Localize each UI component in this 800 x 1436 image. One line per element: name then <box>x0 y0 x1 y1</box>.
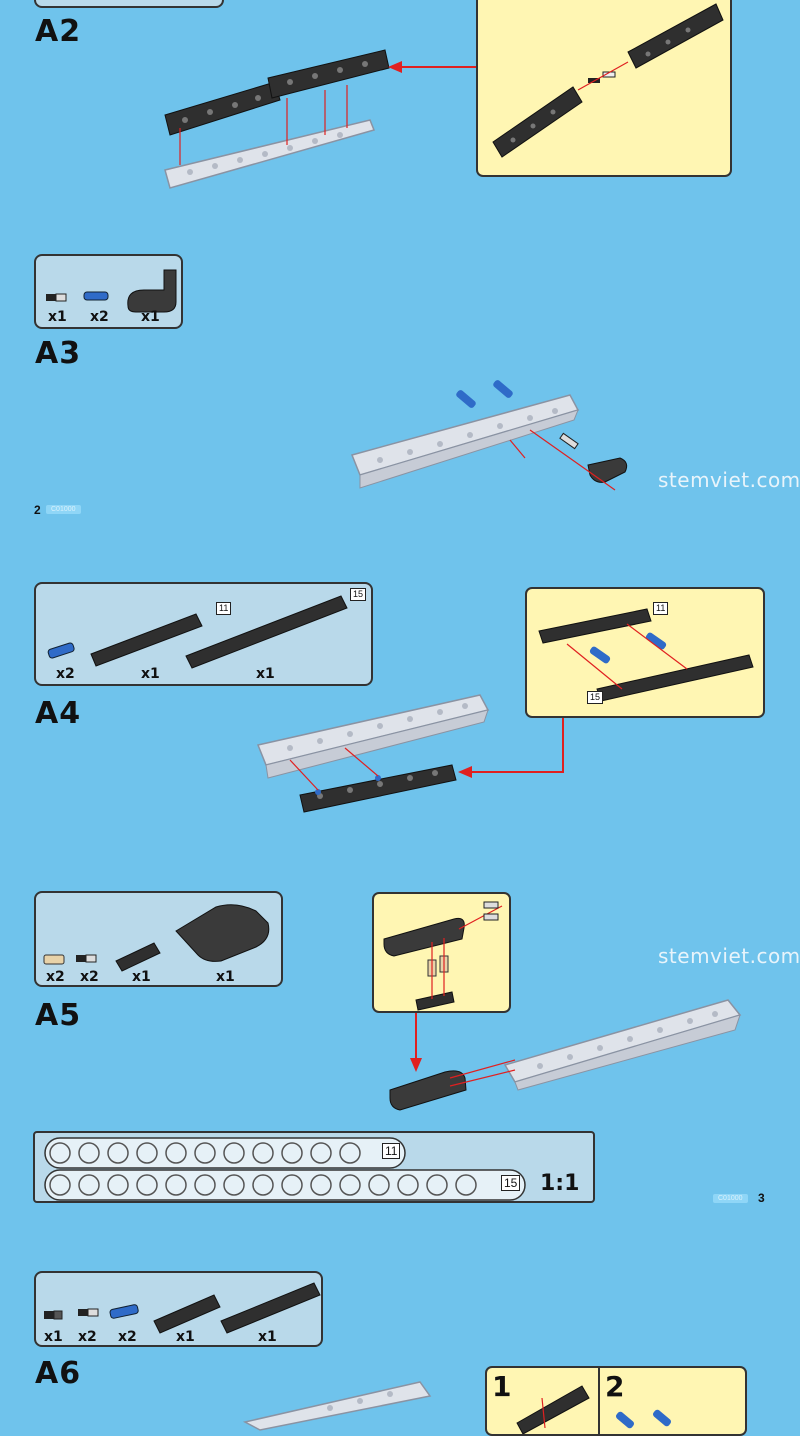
a2-callout-illustration <box>492 3 724 158</box>
angle-beam-icon <box>127 269 177 313</box>
a4-parts-icons <box>47 595 348 669</box>
watermark-bottom: stemviet.com <box>658 944 800 968</box>
a4-qty-1: x2 <box>56 666 75 682</box>
a2-assembly-illustration <box>164 49 477 189</box>
ruler-beams <box>44 1137 526 1201</box>
a6-qty-3: x2 <box>118 1329 137 1345</box>
a3-assembly-illustration <box>350 380 628 491</box>
a2-dark-beam-left <box>164 81 281 136</box>
a4-length-tag-11: 11 <box>216 602 232 615</box>
a6-qty-5: x1 <box>258 1329 277 1345</box>
a5-qty-4: x1 <box>216 969 235 985</box>
step-label-a4: A4 <box>35 696 82 731</box>
a6-qty-4: x1 <box>176 1329 195 1345</box>
a6-parts-box: x1 x2 x2 x1 x1 <box>34 1271 323 1347</box>
a3-qty-1: x1 <box>48 309 67 325</box>
a2-light-base-beam <box>164 119 376 189</box>
scale-ruler-box: 11 15 1:1 <box>33 1131 595 1203</box>
a3-qty-2: x2 <box>90 309 109 325</box>
a6-callout-illustration <box>516 1385 672 1434</box>
page-code-left: C01000 <box>46 505 81 514</box>
a5-qty-2: x2 <box>80 969 99 985</box>
a4-length-tag-15: 15 <box>350 588 367 601</box>
a2-callout-box <box>476 0 732 177</box>
a5-parts-icons <box>43 904 270 972</box>
a3-qty-3: x1 <box>141 309 160 325</box>
black-pin-icon <box>46 293 67 302</box>
a3-parts-box: x1 x2 x1 <box>34 254 183 329</box>
page-number-right: 3 <box>758 1191 765 1205</box>
blue-pin-icon <box>83 291 109 301</box>
a4-callout-illustration <box>538 608 754 702</box>
page-number-left: 2 <box>34 503 41 517</box>
a4-callout-box: 11 15 <box>525 587 765 718</box>
step-label-a3: A3 <box>35 336 82 371</box>
a4-parts-box: 11 15 x2 x1 x1 <box>34 582 373 686</box>
step-label-a5: A5 <box>35 998 82 1033</box>
a4-callout-tag-11: 11 <box>653 602 669 615</box>
a5-parts-box: x2 x2 x1 x1 <box>34 891 283 987</box>
a5-qty-3: x1 <box>132 969 151 985</box>
step-label-a6: A6 <box>35 1356 82 1391</box>
a3-parts-icons <box>46 269 177 313</box>
watermark-top: stemviet.com <box>658 468 800 492</box>
a6-qty-2: x2 <box>78 1329 97 1345</box>
a6-substep-2: 2 <box>605 1370 625 1403</box>
a6-parts-icons <box>44 1282 321 1334</box>
a5-qty-1: x2 <box>46 969 65 985</box>
a4-qty-2: x1 <box>141 666 160 682</box>
a6-qty-1: x1 <box>44 1329 63 1345</box>
a5-assembly-illustration <box>389 999 742 1111</box>
a4-assembly-illustration <box>256 694 564 813</box>
a4-qty-3: x1 <box>256 666 275 682</box>
ruler-length-15: 15 <box>501 1175 521 1191</box>
a2-dark-beam-right <box>267 49 390 99</box>
a6-callout-box: 1 2 <box>485 1366 747 1436</box>
step-label-a2: A2 <box>35 14 82 49</box>
ruler-length-11: 11 <box>382 1143 401 1159</box>
a6-substep-1: 1 <box>492 1370 512 1403</box>
scale-label: 1:1 <box>540 1171 580 1196</box>
a5-callout-box <box>372 892 511 1013</box>
a6-callout-divider <box>598 1368 600 1434</box>
a5-callout-illustration <box>383 901 503 1011</box>
a4-callout-tag-15: 15 <box>587 691 604 704</box>
page-code-right: C01000 <box>713 1194 748 1203</box>
